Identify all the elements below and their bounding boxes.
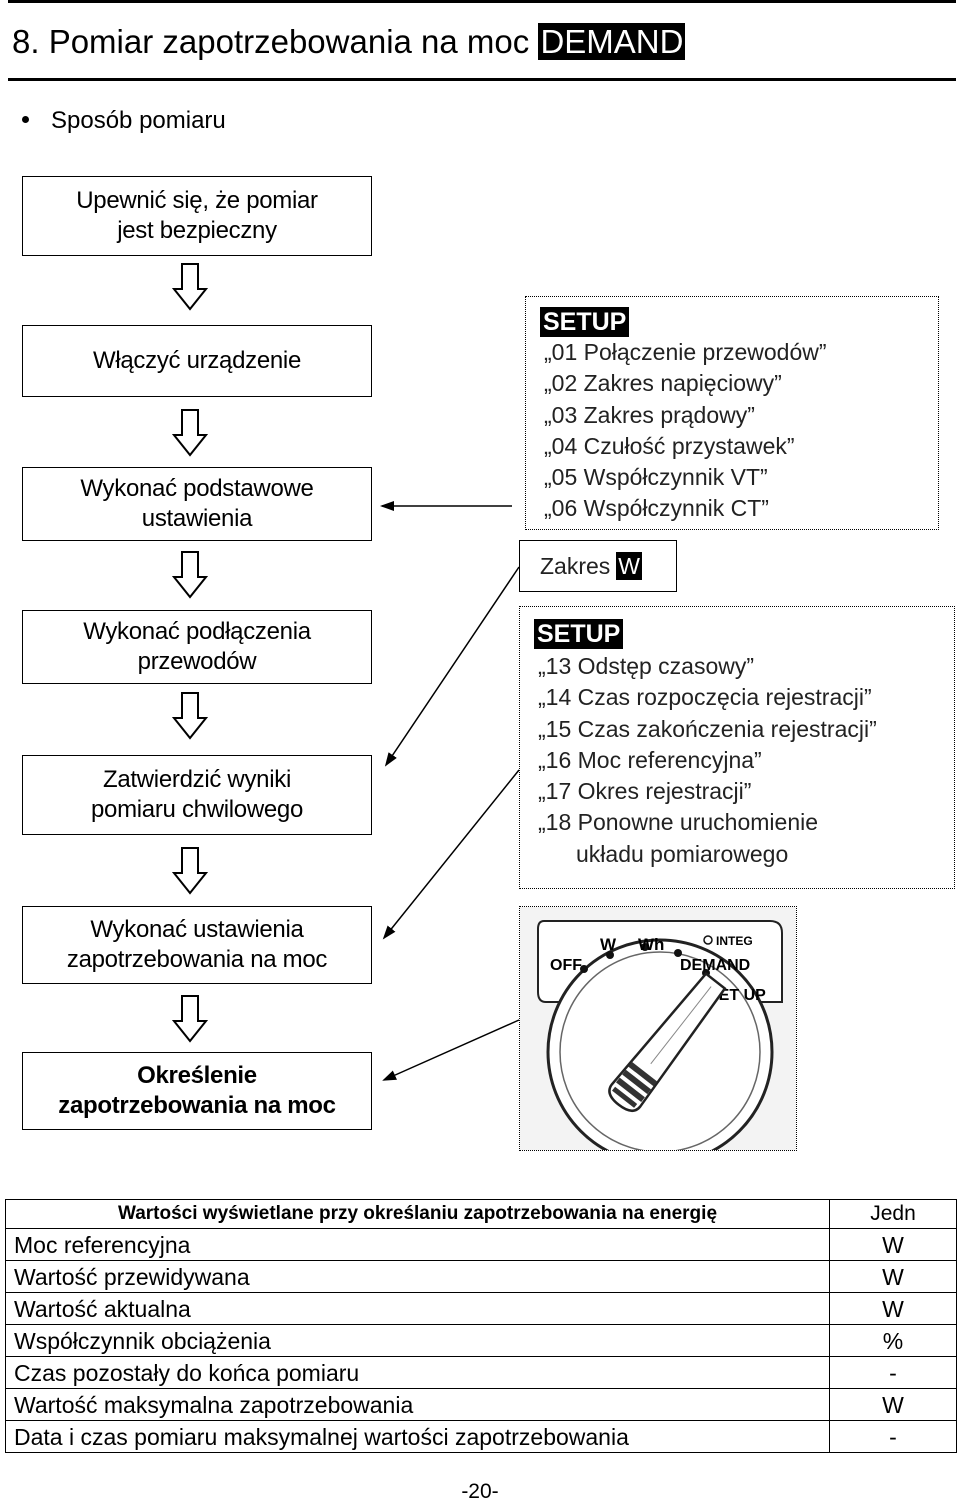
step-line: Upewnić się, że pomiar <box>76 187 318 214</box>
row-description: Wartość aktualna <box>5 1292 830 1325</box>
values-table: Wartości wyświetlane przy określaniu zap… <box>5 1199 957 1453</box>
step-line: jest bezpieczny <box>117 217 277 244</box>
row-unit: - <box>829 1356 957 1389</box>
table-header-description: Wartości wyświetlane przy określaniu zap… <box>5 1199 830 1229</box>
dial-label-w: W <box>600 935 617 954</box>
arrow-to-step-5 <box>384 566 520 767</box>
step-line: Wykonać podstawowe <box>80 475 314 502</box>
dial-label-wh: Wh <box>638 935 664 954</box>
dial-label-demand: DEMAND <box>680 957 750 974</box>
row-description: Data i czas pomiaru maksymalnej wartości… <box>5 1420 830 1453</box>
row-unit: % <box>829 1324 957 1357</box>
rotary-dial-illustration: W Wh INTEG OFF DEMAND SET UP <box>520 907 796 1150</box>
flow-step-2: Włączyć urządzenie <box>22 325 372 397</box>
setup-item: „04 Czułość przystawek” <box>544 432 795 459</box>
setup-item: „03 Zakres prądowy” <box>544 401 755 428</box>
range-highlight: W <box>616 552 643 580</box>
row-unit: W <box>829 1260 957 1293</box>
title-rule <box>8 78 956 81</box>
flow-step-3: Wykonać podstawowe ustawienia <box>22 467 372 541</box>
table-row: Współczynnik obciążenia % <box>5 1324 957 1357</box>
dial-box: W Wh INTEG OFF DEMAND SET UP <box>519 906 797 1151</box>
table-row: Moc referencyjna W <box>5 1228 957 1261</box>
row-description: Współczynnik obciążenia <box>5 1324 830 1357</box>
flow-step-1: Upewnić się, że pomiar jest bezpieczny <box>22 176 372 256</box>
flow-step-7: Określenie zapotrzebowania na moc <box>22 1052 372 1130</box>
row-description: Wartość przewidywana <box>5 1260 830 1293</box>
down-arrow-icon <box>172 409 208 457</box>
down-arrow-icon <box>172 847 208 895</box>
table-row: Wartość maksymalna zapotrzebowania W <box>5 1388 957 1421</box>
setup-item: „14 Czas rozpoczęcia rejestracji” <box>538 684 872 711</box>
setup-item: „17 Okres rejestracji” <box>538 778 752 805</box>
step-line: Wykonać podłączenia <box>83 618 311 645</box>
top-rule <box>8 0 956 3</box>
step-line: Wykonać ustawienia <box>90 916 304 943</box>
row-unit: - <box>829 1420 957 1453</box>
flow-step-4: Wykonać podłączenia przewodów <box>22 610 372 684</box>
bullet-icon <box>22 116 29 124</box>
flow-step-5: Zatwierdzić wyniki pomiaru chwilowego <box>22 755 372 835</box>
table-row: Wartość przewidywana W <box>5 1260 957 1293</box>
setup-box-2: SETUP „13 Odstęp czasowy” „14 Czas rozpo… <box>519 606 955 889</box>
down-arrow-icon <box>172 263 208 311</box>
setup-item: „15 Czas zakończenia rejestracji” <box>538 715 877 742</box>
step-line: pomiaru chwilowego <box>90 796 304 823</box>
setup-item: „01 Połączenie przewodów” <box>544 339 827 365</box>
setup-tag: SETUP <box>534 619 624 649</box>
down-arrow-icon <box>172 692 208 740</box>
setup-item: „16 Moc referencyjna” <box>538 746 762 773</box>
flow-step-6: Wykonać ustawienia zapotrzebowania na moc <box>22 906 372 984</box>
dial-knob-pointer <box>608 971 727 1112</box>
page-title: 8. Pomiar zapotrzebowania na moc DEMAND <box>12 20 686 64</box>
step-line: ustawienia <box>141 505 253 532</box>
step-line: przewodów <box>137 648 257 675</box>
range-label: Zakres <box>540 553 611 579</box>
dial-label-integ: INTEG <box>716 934 753 948</box>
down-arrow-icon <box>172 995 208 1043</box>
row-unit: W <box>829 1228 957 1261</box>
step-line: Określenie <box>137 1062 257 1089</box>
setup-item: „02 Zakres napięciowy” <box>544 370 782 397</box>
row-description: Czas pozostały do końca pomiaru <box>5 1356 830 1389</box>
step-line: Włączyć urządzenie <box>92 347 301 374</box>
setup-item: „05 Współczynnik VT” <box>544 464 768 491</box>
connector-arrows <box>380 501 520 1081</box>
arrow-to-step-6 <box>382 769 520 940</box>
row-description: Wartość maksymalna zapotrzebowania <box>5 1388 830 1421</box>
row-unit: W <box>829 1388 957 1421</box>
setup-box-1: SETUP „01 Połączenie przewodów” „02 Zakr… <box>525 296 939 530</box>
step-line: zapotrzebowania na moc <box>58 1092 336 1119</box>
step-line: Zatwierdzić wyniki <box>103 766 291 793</box>
table-header-row: Wartości wyświetlane przy określaniu zap… <box>5 1199 957 1229</box>
arrow-to-step-7 <box>382 1019 520 1081</box>
dial-label-off: OFF <box>550 957 582 974</box>
step-line: zapotrzebowania na moc <box>66 946 328 973</box>
setup-item: „13 Odstęp czasowy” <box>538 653 755 679</box>
title-text: 8. Pomiar zapotrzebowania na moc <box>12 23 530 60</box>
setup-tag: SETUP <box>540 307 630 337</box>
title-highlight: DEMAND <box>538 23 686 60</box>
table-header-unit: Jedn <box>829 1199 957 1229</box>
setup-item: układu pomiarowego <box>576 840 789 867</box>
table-row: Data i czas pomiaru maksymalnej wartości… <box>5 1420 957 1453</box>
bullet-text: Sposób pomiaru <box>51 107 226 134</box>
row-description: Moc referencyjna <box>5 1228 830 1261</box>
page-number: -20- <box>461 1480 499 1503</box>
row-unit: W <box>829 1292 957 1325</box>
setup-item: „18 Ponowne uruchomienie <box>538 809 819 836</box>
table-row: Czas pozostały do końca pomiaru - <box>5 1356 957 1389</box>
down-arrow-icon <box>172 551 208 599</box>
table-row: Wartość aktualna W <box>5 1292 957 1325</box>
setup-item: „06 Współczynnik CT” <box>544 495 769 522</box>
section-bullet: Sposób pomiaru <box>22 106 226 136</box>
